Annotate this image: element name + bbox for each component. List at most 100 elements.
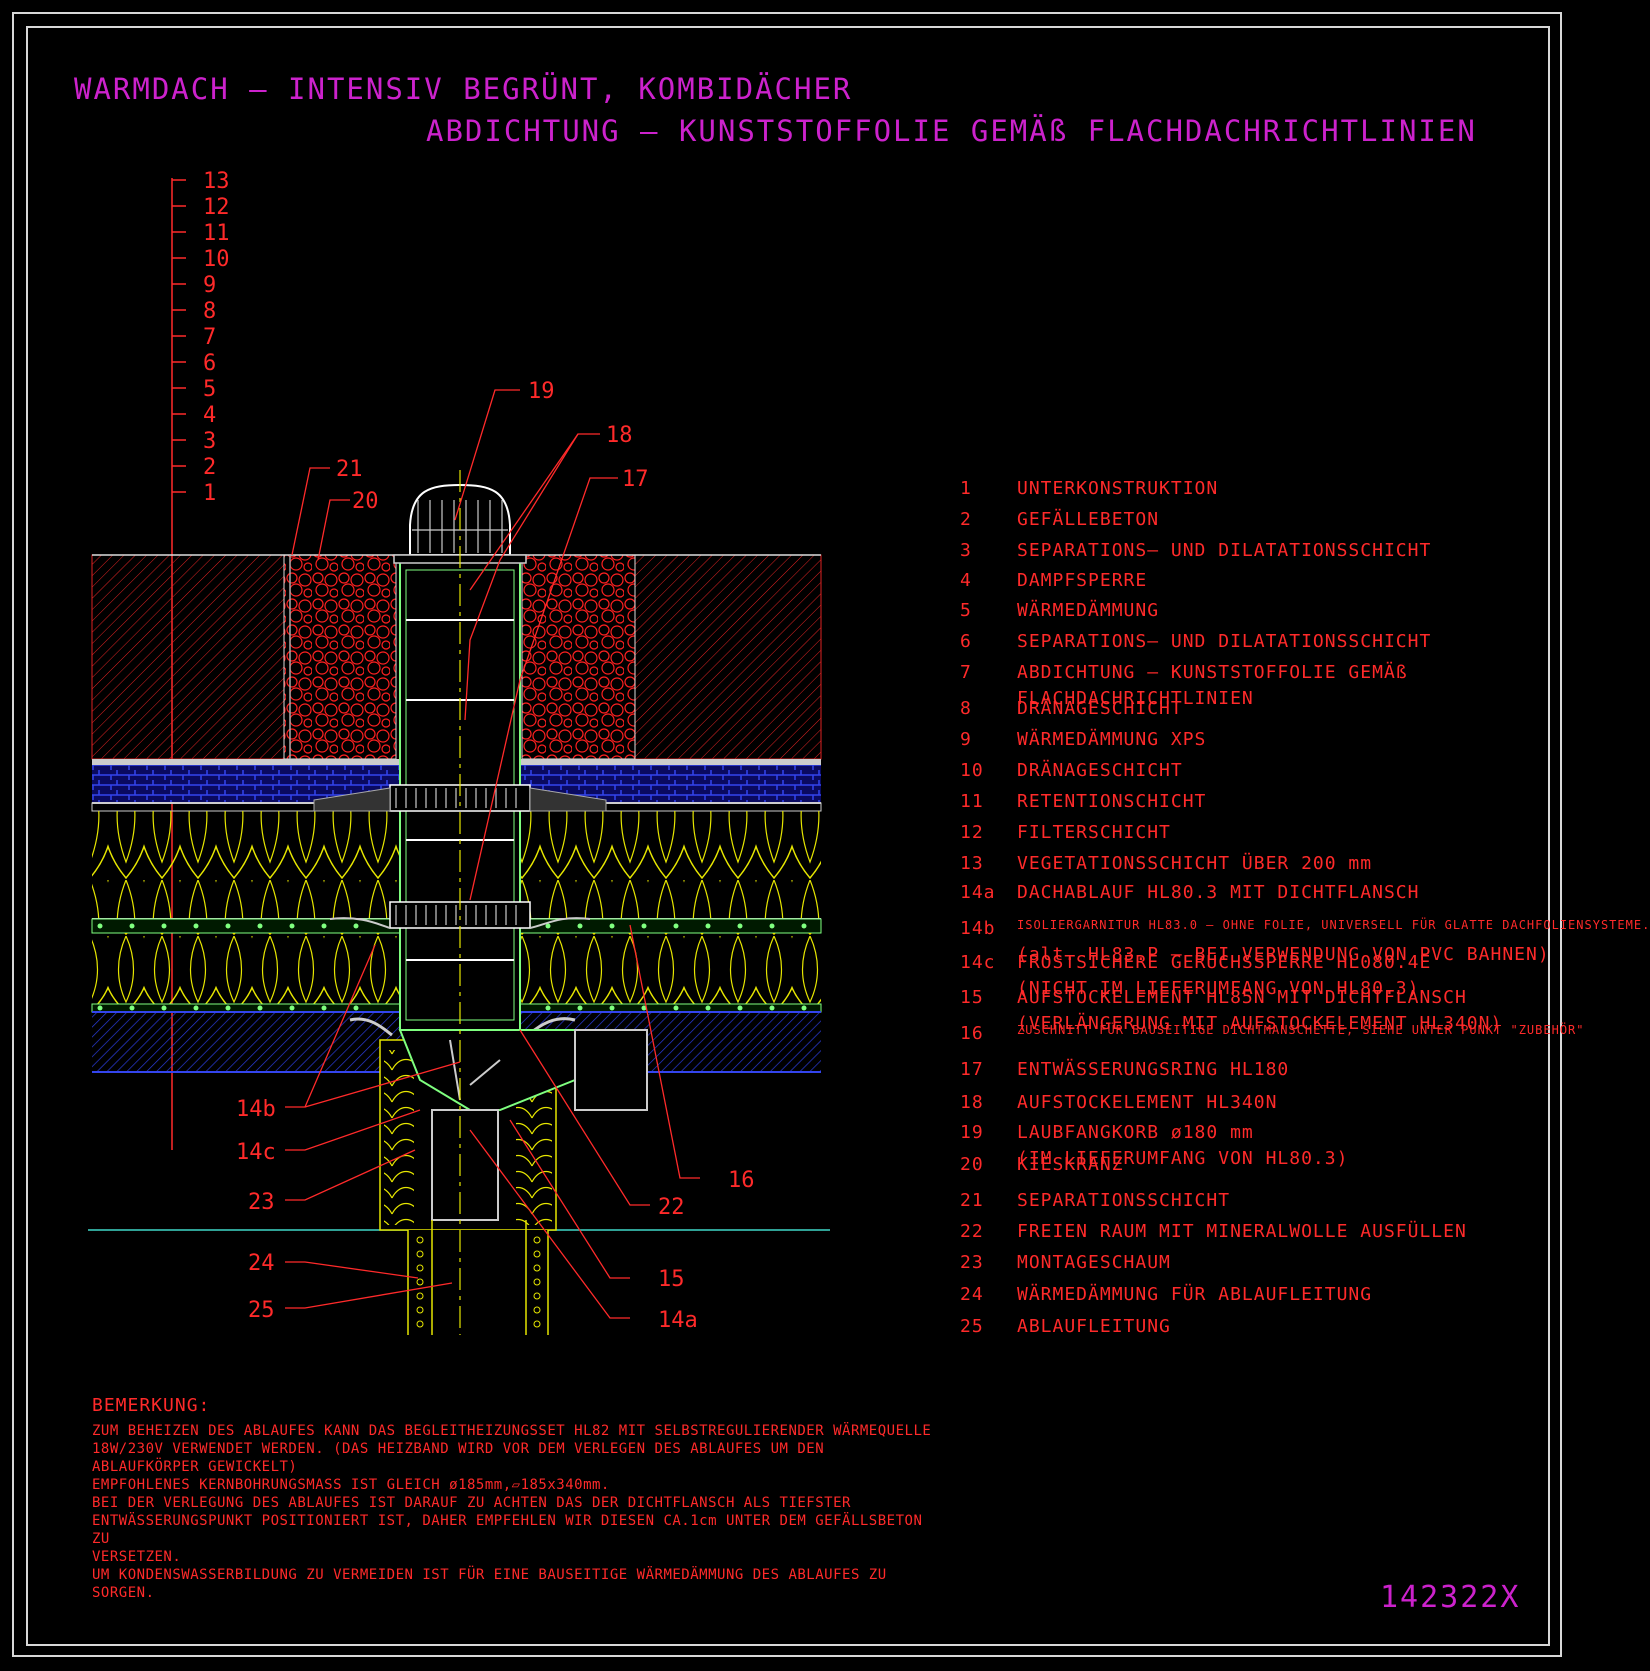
callout-20: 20: [352, 489, 379, 514]
legend-text: KIESKRANZ: [1017, 1154, 1124, 1175]
inner-frame: [26, 26, 1550, 1646]
legend-number: 20: [960, 1154, 984, 1175]
remark-lines: ZUM BEHEIZEN DES ABLAUFES KANN DAS BEGLE…: [92, 1422, 932, 1602]
legend-number: 23: [960, 1252, 984, 1273]
scale-label: 1: [203, 481, 216, 506]
pipe-insulation: [416, 1236, 541, 1328]
legend-number: 19: [960, 1122, 984, 1143]
scale-label: 10: [203, 247, 230, 272]
legend-number: 12: [960, 822, 984, 843]
vegetation-layer-left: [91, 554, 285, 760]
legend-number: 9: [960, 729, 972, 750]
legend-text: WÄRMEDÄMMUNG FÜR ABLAUFLEITUNG: [1017, 1284, 1373, 1305]
legend-text: FILTERSCHICHT: [1017, 822, 1171, 843]
side-outlet: [574, 1029, 648, 1111]
scale-label: 11: [203, 221, 230, 246]
callout-22: 22: [658, 1195, 685, 1220]
legend-number: 25: [960, 1316, 984, 1337]
scale-label: 5: [203, 377, 216, 402]
legend-number: 5: [960, 600, 972, 621]
gravel-ring-left: [283, 554, 397, 760]
scale-label: 2: [203, 455, 216, 480]
legend-text: SEPARATIONS– UND DILATATIONSSCHICHT: [1017, 540, 1432, 561]
remark-title: BEMERKUNG:: [92, 1395, 211, 1416]
scale-label: 13: [203, 169, 230, 194]
leader-lines: [285, 389, 700, 1319]
legend-text: SEPARATIONSSCHICHT: [1017, 1190, 1231, 1211]
legend-number: 14a: [960, 882, 996, 903]
legend-text: AUFSTOCKELEMENT HL85N MIT DICHTFLANSCH: [1017, 987, 1467, 1008]
legend-text: GEFÄLLEBETON: [1017, 509, 1160, 530]
legend-number: 17: [960, 1059, 984, 1080]
legend-text: SEPARATIONS– UND DILATATIONSSCHICHT: [1017, 631, 1432, 652]
remark-line: VERSETZEN.: [92, 1549, 182, 1565]
legend-text-continued: FLACHDACHRICHTLINIEN: [1017, 688, 1254, 709]
callout-17: 17: [622, 467, 649, 492]
remark-line: ENTWÄSSERUNGSPUNKT POSITIONIERT IST, DAH…: [92, 1513, 923, 1547]
legend-text: ABLAUFLEITUNG: [1017, 1316, 1171, 1337]
remark-line: ABLAUFKÖRPER GEWICKELT): [92, 1459, 298, 1475]
remark-line: EMPFOHLENES KERNBOHRUNGSMASS IST GLEICH …: [92, 1477, 610, 1493]
legend-text: DAMPFSPERRE: [1017, 570, 1148, 591]
legend-text-continued: (IM LIEFERUMFANG VON HL80.3): [1017, 1148, 1349, 1169]
drawing-title-line2: ABDICHTUNG – KUNSTSTOFFOLIE GEMÄß FLACHD…: [426, 114, 1477, 148]
legend-number: 6: [960, 631, 972, 652]
legend-text-continued: (alt. HL83.P – BEI VERWENDUNG VON PVC BA…: [1017, 944, 1550, 965]
legend-number: 3: [960, 540, 972, 561]
legend-number: 7: [960, 662, 972, 683]
callout-24: 24: [248, 1251, 275, 1276]
callout-21: 21: [336, 457, 363, 482]
legend-text: ENTWÄSSERUNGSRING HL180: [1017, 1059, 1290, 1080]
callout-23: 23: [248, 1190, 275, 1215]
legend-number: 21: [960, 1190, 984, 1211]
membrane-dots: [97, 923, 807, 929]
legend-text: FREIEN RAUM MIT MINERALWOLLE AUSFÜLLEN: [1017, 1221, 1467, 1242]
vegetation-layer-right: [634, 554, 822, 760]
remark-block: BEMERKUNG: ZUM BEHEIZEN DES ABLAUFES KAN…: [92, 1395, 932, 1602]
scale-label: 8: [203, 299, 216, 324]
legend-number: 2: [960, 509, 972, 530]
scale-label: 7: [203, 325, 216, 350]
gravel-ring-right: [521, 554, 636, 760]
scale-label: 9: [203, 273, 216, 298]
legend-text: LAUBFANGKORB ø180 mm: [1017, 1122, 1254, 1143]
remark-line: SORGEN.: [92, 1585, 155, 1601]
legend-text: UNTERKONSTRUKTION: [1017, 478, 1219, 499]
scale-label: 12: [203, 195, 230, 220]
legend-text: DACHABLAUF HL80.3 MIT DICHTFLANSCH: [1017, 882, 1420, 903]
callout-14a: 14a: [658, 1308, 698, 1333]
legend-text: VEGETATIONSSCHICHT ÜBER 200 mm: [1017, 853, 1373, 874]
legend-number: 15: [960, 987, 984, 1008]
legend-number: 13: [960, 853, 984, 874]
legend-number: 1: [960, 478, 972, 499]
scale-label: 3: [203, 429, 216, 454]
legend-number: 14b: [960, 918, 996, 939]
scale-label: 4: [203, 403, 216, 428]
legend-number: 4: [960, 570, 972, 591]
callout-14b: 14b: [236, 1097, 276, 1122]
legend-number: 8: [960, 698, 972, 719]
legend-text: ZUSCHNITT FÜR BAUSEITIGE DICHTMANSCHETTE…: [1017, 1023, 1585, 1037]
legend-number: 10: [960, 760, 984, 781]
callout-15: 15: [658, 1267, 685, 1292]
legend-number: 16: [960, 1023, 984, 1044]
legend-text: AUFSTOCKELEMENT HL340N: [1017, 1092, 1278, 1113]
drawing-code: 142322X: [1380, 1580, 1521, 1615]
downpipe-upper: [431, 1109, 499, 1221]
remark-line: BEI DER VERLEGUNG DES ABLAUFES IST DARAU…: [92, 1495, 851, 1511]
legend-number: 11: [960, 791, 984, 812]
legend-number: 22: [960, 1221, 984, 1242]
callout-19: 19: [528, 379, 555, 404]
legend-number: 24: [960, 1284, 984, 1305]
outer-frame: [12, 12, 1562, 1657]
callout-14c: 14c: [236, 1140, 276, 1165]
remark-line: ZUM BEHEIZEN DES ABLAUFES KANN DAS BEGLE…: [92, 1423, 932, 1439]
scale-label: 6: [203, 351, 216, 376]
remark-line: UM KONDENSWASSERBILDUNG ZU VERMEIDEN IST…: [92, 1567, 887, 1583]
callout-25: 25: [248, 1298, 275, 1323]
legend-text: DRÄNAGESCHICHT: [1017, 698, 1183, 719]
legend-text-continued: (VERLÄNGERUNG MIT AUFSTOCKELEMENT HL340N…: [1017, 1013, 1503, 1034]
legend-text-continued: (NICHT IM LIEFERUMFANG VON HL80.3): [1017, 978, 1420, 999]
